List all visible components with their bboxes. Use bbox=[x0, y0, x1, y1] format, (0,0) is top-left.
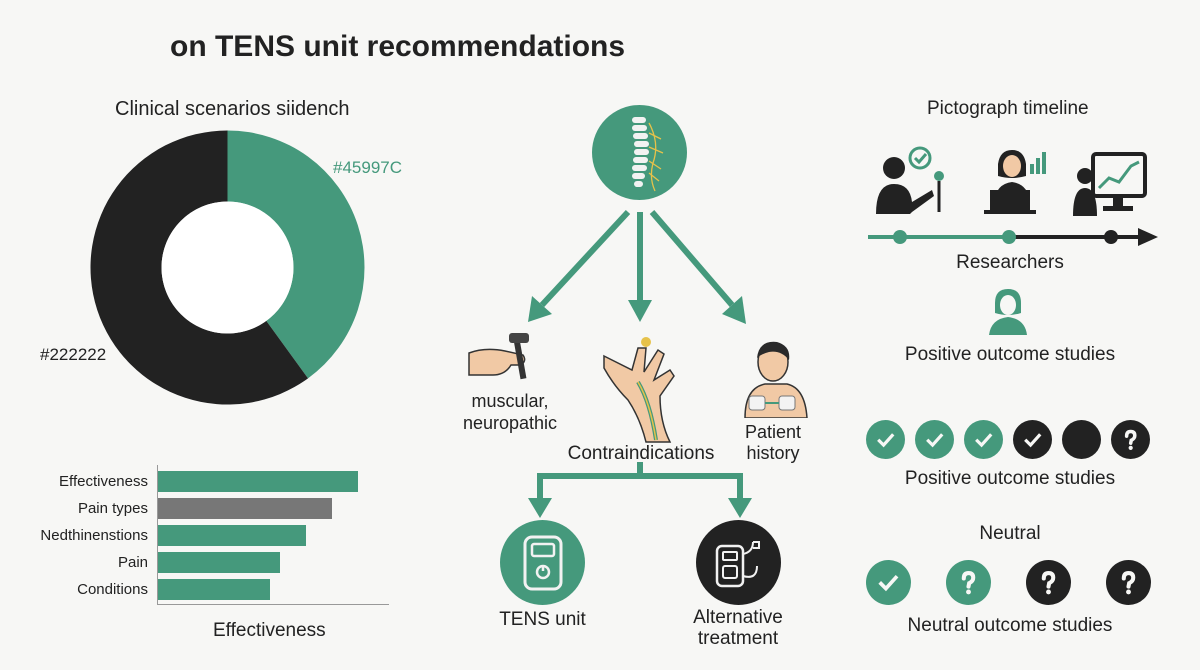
donut-slice-2 bbox=[90, 130, 309, 405]
neutral-label: Neutral bbox=[979, 523, 1041, 544]
question-icon bbox=[946, 560, 991, 605]
bar bbox=[158, 525, 306, 546]
bar bbox=[158, 579, 270, 600]
positive-studies-label-2: Positive outcome studies bbox=[904, 468, 1116, 489]
positive-studies-label-1: Positive outcome studies bbox=[904, 344, 1116, 365]
branch3-line-1: Patient bbox=[744, 422, 802, 442]
question-icon bbox=[1106, 560, 1151, 605]
bar-label: Effectiveness bbox=[59, 473, 148, 490]
donut-green-label: #45997C bbox=[333, 158, 403, 177]
bar-label: Nedthinenstions bbox=[40, 527, 148, 544]
spine-icon bbox=[592, 105, 687, 200]
donut-hole bbox=[161, 201, 294, 334]
check-icon bbox=[964, 420, 1003, 459]
donut-chart bbox=[90, 130, 365, 405]
branch1-line-2: neuropathic bbox=[462, 413, 558, 433]
bar-label: Conditions bbox=[77, 581, 148, 598]
neutral-studies-label: Neutral outcome studies bbox=[907, 615, 1113, 636]
check-icon bbox=[1013, 420, 1052, 459]
out2-line-2: treatment bbox=[697, 628, 779, 649]
branch1-line-1: muscular, bbox=[471, 391, 549, 411]
bar bbox=[158, 471, 358, 492]
branch3-line-2: history bbox=[746, 443, 800, 463]
flow-arrows bbox=[528, 209, 752, 518]
patient-icon bbox=[744, 341, 808, 418]
check-icon bbox=[866, 560, 911, 605]
bar-label: Pain bbox=[117, 554, 148, 571]
tens-unit-icon bbox=[500, 520, 585, 605]
dot-icon bbox=[1062, 420, 1101, 459]
question-icon bbox=[1111, 420, 1150, 459]
check-icon bbox=[866, 420, 905, 459]
donut-slice-1 bbox=[227, 130, 365, 379]
positive-outcome-icons bbox=[866, 420, 1156, 460]
bar-xlabel: Effectiveness bbox=[213, 620, 326, 641]
nerve-hand-icon bbox=[603, 337, 675, 443]
researcher-monitor-icon bbox=[1073, 152, 1147, 216]
question-icon bbox=[1026, 560, 1071, 605]
check-icon bbox=[915, 420, 954, 459]
researcher-presenting-icon bbox=[876, 146, 944, 214]
donut-heading: Clinical scenarios siidench bbox=[115, 98, 350, 120]
alternative-device-icon bbox=[696, 520, 781, 605]
bar-axis-x bbox=[157, 604, 389, 605]
donut-dark-label: #222222 bbox=[40, 345, 107, 364]
researchers-label: Researchers bbox=[956, 252, 1064, 273]
researcher-avatar-icon bbox=[989, 289, 1027, 335]
timeline-heading: Pictograph timeline bbox=[927, 98, 1089, 119]
bar bbox=[158, 498, 332, 519]
page-title: on TENS unit recommendations bbox=[170, 30, 626, 63]
bar-label: Pain types bbox=[77, 500, 148, 517]
bar-axis-y bbox=[157, 465, 158, 605]
researcher-laptop-icon bbox=[984, 150, 1046, 214]
neutral-outcome-icons bbox=[866, 560, 1156, 606]
bar bbox=[158, 552, 280, 573]
out1-label: TENS unit bbox=[499, 609, 586, 630]
reflex-hammer-icon bbox=[468, 333, 529, 380]
out2-line-1: Alternative bbox=[693, 607, 783, 628]
branch2-label: Contraindications bbox=[567, 443, 715, 464]
timeline-axis bbox=[868, 228, 1158, 246]
branch1-label: muscular,neuropathic bbox=[440, 390, 580, 434]
